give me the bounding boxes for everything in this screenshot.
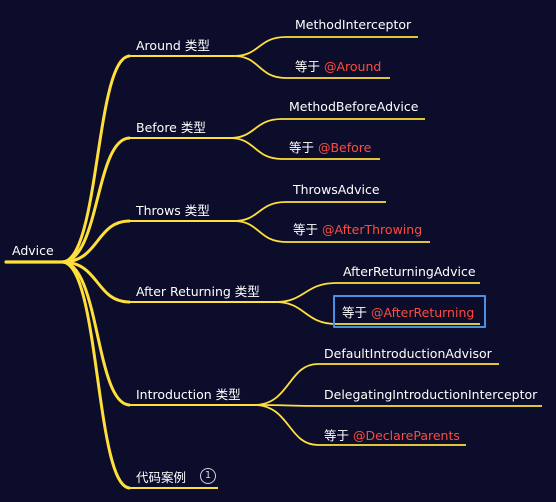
leaf-prefix: 等于 [324,428,353,443]
branch-introduction[interactable]: Introduction 类型 [136,387,241,403]
branch-throws[interactable]: Throws 类型 [136,203,210,219]
leaf-equals-around[interactable]: 等于 @Around [295,59,381,75]
branch-around[interactable]: Around 类型 [136,38,210,54]
leaf-label: DelegatingIntroductionInterceptor [324,387,538,402]
link-afterreturning-1 [275,282,480,303]
link-introduction-1 [253,363,499,406]
leaf-prefix: 等于 [295,59,324,74]
link-root-code [61,260,131,490]
leaf-label: ThrowsAdvice [293,182,380,197]
annotation-highlight: @Around [323,59,382,74]
link-root-before [61,136,131,264]
leaf-equals-before[interactable]: 等于 @Before [289,140,371,156]
branch-label: 代码案例 [136,470,187,485]
link-count-badge[interactable]: 1 [200,468,216,484]
branch-label: Throws 类型 [136,203,210,218]
leaf-equals-afterthrowing[interactable]: 等于 @AfterThrowing [293,222,422,238]
root-label: Advice [12,243,54,258]
leaf-after-returning-advice[interactable]: AfterReturningAdvice [343,264,476,280]
leaf-prefix: 等于 [289,140,318,155]
link-root-introduction [61,260,131,407]
root-node[interactable]: Advice [12,243,54,259]
badge-count: 1 [204,470,212,481]
link-around-1 [233,36,418,57]
link-introduction-3 [253,404,466,446]
branch-before[interactable]: Before 类型 [136,120,206,136]
leaf-prefix: 等于 [342,305,371,320]
link-throws-1 [233,201,386,222]
leaf-method-before-advice[interactable]: MethodBeforeAdvice [289,99,418,115]
leaf-label: MethodBeforeAdvice [289,99,419,114]
branch-label: After Returning 类型 [136,284,260,299]
branch-after-returning[interactable]: After Returning 类型 [136,284,260,300]
annotation-highlight: @Before [317,140,372,155]
leaf-throws-advice[interactable]: ThrowsAdvice [293,182,380,198]
annotation-highlight: @AfterReturning [370,305,475,320]
leaf-delegating-introduction-interceptor[interactable]: DelegatingIntroductionInterceptor [324,387,537,403]
annotation-highlight: @AfterThrowing [321,222,423,237]
link-introduction-2 [253,404,542,407]
leaf-label: DefaultIntroductionAdvisor [324,346,492,361]
link-around-2 [233,55,390,79]
branch-label: Before 类型 [136,120,206,135]
leaf-prefix: 等于 [293,222,322,237]
link-before-2 [229,137,380,160]
leaf-label: MethodInterceptor [295,17,412,32]
link-before-1 [229,118,425,139]
branch-label: Around 类型 [136,38,210,53]
link-root-afterreturning [61,260,131,304]
leaf-default-introduction-advisor[interactable]: DefaultIntroductionAdvisor [324,346,492,362]
link-root-around [61,54,131,264]
leaf-equals-afterreturning[interactable]: 等于 @AfterReturning [342,305,474,321]
annotation-highlight: @DeclareParents [352,428,460,443]
selection-box [333,295,486,328]
leaf-label: AfterReturningAdvice [343,264,476,279]
branch-label: Introduction 类型 [136,387,241,402]
leaf-method-interceptor[interactable]: MethodInterceptor [295,17,411,33]
link-throws-2 [233,220,430,243]
link-root-throws [61,219,131,264]
branch-code-examples[interactable]: 代码案例 [136,470,186,486]
leaf-equals-declareparents[interactable]: 等于 @DeclareParents [324,428,460,444]
